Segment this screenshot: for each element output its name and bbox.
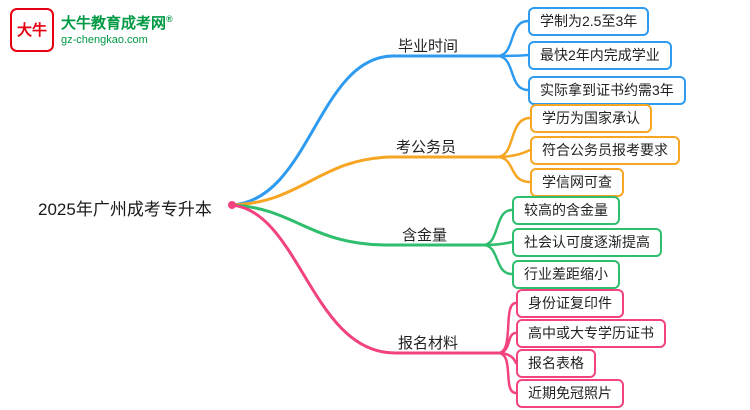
branch-label-civil-service: 考公务员 (396, 139, 457, 156)
mindmap-leaf: 实际拿到证书约需3年 (528, 76, 686, 105)
root-node: 2025年广州成考专升本 (38, 200, 212, 219)
curve-materials-leaf-4 (496, 351, 518, 395)
curve-root-to-civil-service (230, 155, 499, 207)
brand-domain: gz-chengkao.com (61, 33, 148, 46)
curve-civil-leaf-3 (495, 155, 532, 184)
mindmap-leaf: 社会认可度逐渐提高 (512, 228, 662, 257)
bull-logo-icon: 大牛 (10, 8, 54, 52)
curve-graduation-leaf-1 (495, 19, 530, 58)
mindmap-leaf: 较高的含金量 (512, 196, 620, 225)
brand-name-text: 大牛教育成考网 (61, 14, 167, 32)
curve-root-to-graduation-time (230, 54, 499, 207)
curve-root-to-materials (230, 203, 500, 355)
registered-mark: ® (166, 13, 173, 24)
curve-graduation-leaf-3 (495, 54, 530, 92)
bull-logo-text: 大牛 (16, 21, 47, 39)
curve-value-leaf-1 (481, 208, 514, 247)
brand-name: 大牛教育成考网® (61, 14, 173, 32)
logo-text-block: 大牛教育成考网® gz-chengkao.com (61, 14, 173, 47)
mindmap-leaf: 身份证复印件 (516, 289, 624, 318)
branch-label-value: 含金量 (402, 227, 448, 244)
mindmap-leaf: 学信网可查 (530, 168, 624, 197)
site-logo: 大牛 大牛教育成考网® gz-chengkao.com (10, 8, 173, 52)
curve-root-to-value (230, 203, 485, 247)
mindmap-leaf: 符合公务员报考要求 (530, 136, 680, 165)
mindmap-leaf: 行业差距缩小 (512, 260, 620, 289)
mindmap-leaf: 最快2年内完成学业 (528, 41, 672, 70)
mindmap-leaf: 报名表格 (516, 349, 596, 378)
root-anchor-dot (228, 201, 236, 209)
mindmap-leaf: 高中或大专学历证书 (516, 319, 666, 348)
mindmap-leaf: 学制为2.5至3年 (528, 7, 650, 36)
curve-value-leaf-3 (481, 243, 514, 276)
branch-label-materials: 报名材料 (398, 335, 459, 352)
mindmap-leaf: 近期免冠照片 (516, 379, 624, 408)
branch-label-graduation-time: 毕业时间 (398, 38, 459, 55)
mindmap-leaf: 学历为国家承认 (530, 104, 652, 133)
curve-civil-leaf-2 (495, 148, 532, 159)
